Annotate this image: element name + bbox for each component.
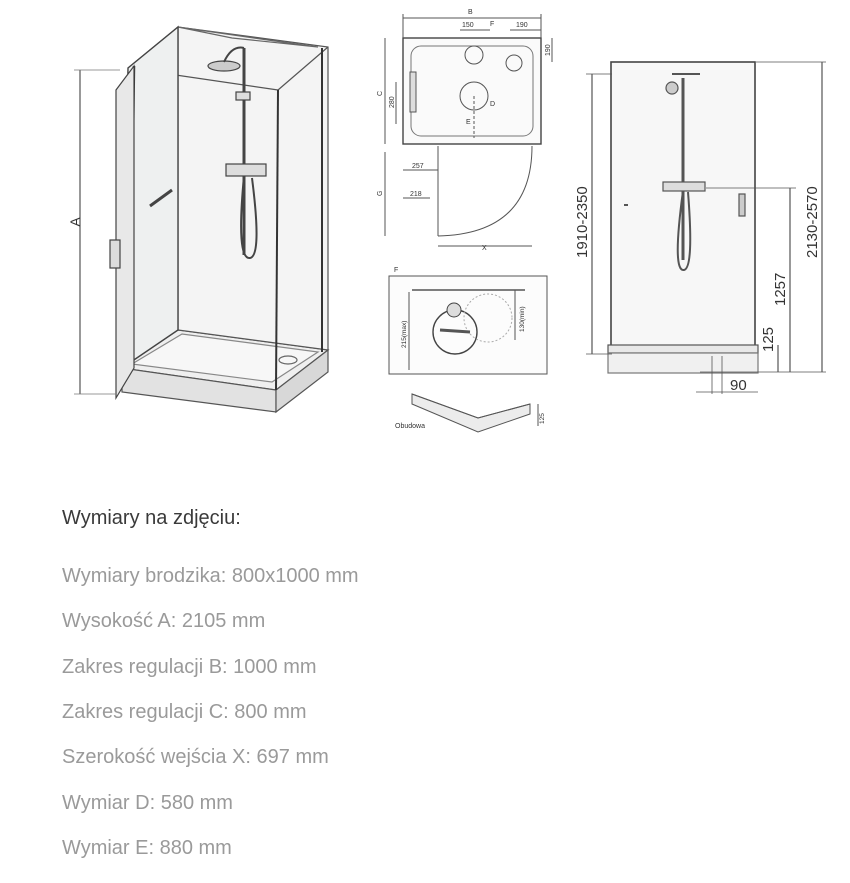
label-a: A [67, 217, 83, 227]
label-g: G [377, 191, 384, 196]
label-d: D [490, 101, 495, 108]
thermostat-icon [225, 163, 267, 177]
label-280: 280 [389, 96, 396, 108]
spec-range-b: Zakres regulacji B: 1000 mm [62, 656, 317, 678]
label-f: F [490, 21, 494, 28]
specs-heading: Wymiary na zdjęciu: [62, 507, 241, 529]
spec-dimension-d: Wymiar D: 580 mm [62, 792, 233, 814]
front-thermostat-icon [662, 181, 706, 192]
label-x: X [482, 245, 487, 252]
label-b: B [468, 9, 473, 16]
technical-drawing: A B 150 F 190 190 C 280 D E 257 G 218 X [67, 9, 826, 433]
spec-height-a: Wysokość A: 2105 mm [62, 610, 266, 632]
front-view [586, 61, 826, 394]
drain-icon [278, 355, 298, 365]
casing-label-125: 125 [539, 413, 546, 424]
label-257: 257 [412, 163, 424, 170]
label-218: 218 [410, 191, 422, 198]
label-125: 125 [760, 327, 777, 352]
label-e: E [466, 119, 471, 126]
label-2130-2570: 2130-2570 [804, 186, 821, 258]
spec-entry-width-x: Szerokość wejścia X: 697 mm [62, 746, 329, 768]
shower-head-icon [207, 60, 241, 72]
label-1910-2350: 1910-2350 [574, 186, 591, 258]
label-215: 215(max) [401, 321, 408, 348]
label-90: 90 [730, 377, 747, 394]
label-150: 150 [462, 22, 474, 29]
spec-tray-size: Wymiary brodzika: 800x1000 mm [62, 565, 359, 587]
spec-range-c: Zakres regulacji C: 800 mm [62, 701, 307, 723]
isometric-view [74, 25, 330, 414]
casing-label: Obudowa [395, 423, 425, 430]
door-handle-icon [149, 188, 173, 208]
plan-view [384, 14, 553, 247]
label-190-top: 190 [516, 22, 528, 29]
spec-dimension-e: Wymiar E: 880 mm [62, 837, 232, 859]
detail-label-f: F [394, 267, 398, 274]
front-shower-head-icon [665, 81, 679, 95]
label-130: 130(min) [519, 306, 526, 332]
detail-f-view [388, 275, 548, 375]
casing-view [411, 393, 539, 433]
label-c: C [377, 91, 384, 96]
label-190-side: 190 [545, 44, 552, 56]
label-1257: 1257 [772, 273, 789, 306]
